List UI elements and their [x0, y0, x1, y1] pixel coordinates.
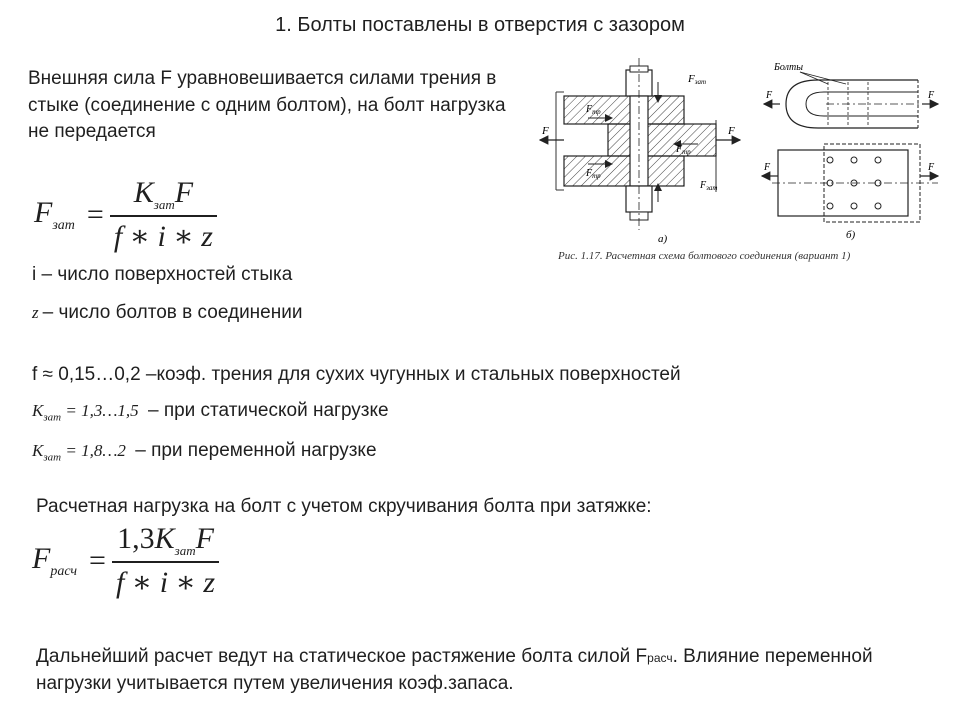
- label-f-zat-top: Fзат: [687, 73, 706, 86]
- formula-f-zat: Fзат = KзатF f ∗ i ∗ z: [34, 176, 217, 254]
- sketch-b: Болты F F F F б): [760, 62, 940, 241]
- label-f-left: F: [541, 125, 549, 137]
- formula2-denominator: f ∗ i ∗ z: [111, 561, 220, 600]
- label-a: а): [658, 233, 668, 245]
- k-static-line: Kзат = 1,3…1,5 – при статической нагрузк…: [32, 400, 389, 424]
- figure-caption: Рис. 1.17. Расчетная схема болтового сое…: [558, 250, 851, 262]
- plate-bottom: [563, 155, 685, 187]
- definition-f: f ≈ 0,15…0,2 –коэф. трения для сухих чуг…: [32, 364, 681, 385]
- formula1-numerator: KзатF: [133, 176, 194, 212]
- k-variable-line: Kзат = 1,8…2 – при переменной нагрузке: [32, 440, 377, 464]
- label-f-tr-1: Fтр: [585, 104, 601, 116]
- formula-f-rasch: Fрасч = 1,3KзатF f ∗ i ∗ z: [32, 522, 220, 600]
- formula2-equals: =: [89, 544, 106, 577]
- slide-title: 1. Болты поставлены в отверстия с зазоро…: [275, 14, 685, 36]
- label-f-b-right-bottom: F: [927, 162, 935, 173]
- label-f-tr-2: Fтр: [675, 144, 691, 156]
- definition-i: i – число поверхностей стыка: [32, 264, 293, 285]
- plate-top: [563, 95, 685, 125]
- sketch-a: Fзат Fтр Fтр Fтр Fзат F F а): [538, 58, 742, 245]
- label-f-b-right-top: F: [927, 90, 935, 101]
- label-f-right: F: [727, 125, 735, 137]
- bolt-joint-figure: Fзат Fтр Fтр Fтр Fзат F F а) Болты F F: [538, 58, 940, 245]
- label-bolts: Болты: [773, 62, 803, 73]
- plate-middle: [607, 123, 717, 157]
- formula1-fraction: KзатF f ∗ i ∗ z: [109, 176, 217, 254]
- definition-z: z– число болтов в соединении: [32, 302, 303, 323]
- formula2-numerator: 1,3KзатF: [117, 522, 214, 558]
- formula1-lhs: Fзат: [34, 196, 75, 233]
- calc-label: Расчетная нагрузка на болт с учетом скру…: [36, 496, 652, 517]
- label-f-zat-bottom: Fзат: [699, 180, 717, 192]
- formula2-lhs: Fрасч: [32, 542, 78, 579]
- bolt-holes: [826, 156, 882, 210]
- intro-text: Внешняя сила F уравновешивается силами т…: [28, 68, 506, 143]
- formula1-denominator: f ∗ i ∗ z: [109, 215, 217, 254]
- label-f-b-left-bottom: F: [763, 162, 771, 173]
- bottom-text: Дальнейший расчет ведут на статическое р…: [36, 646, 873, 694]
- bar-outer: [785, 79, 918, 129]
- formula2-fraction: 1,3KзатF f ∗ i ∗ z: [111, 522, 220, 600]
- formula1-equals: =: [86, 198, 104, 231]
- label-f-b-left-top: F: [765, 90, 773, 101]
- label-f-tr-3: Fтр: [585, 168, 601, 180]
- label-b: б): [846, 229, 856, 241]
